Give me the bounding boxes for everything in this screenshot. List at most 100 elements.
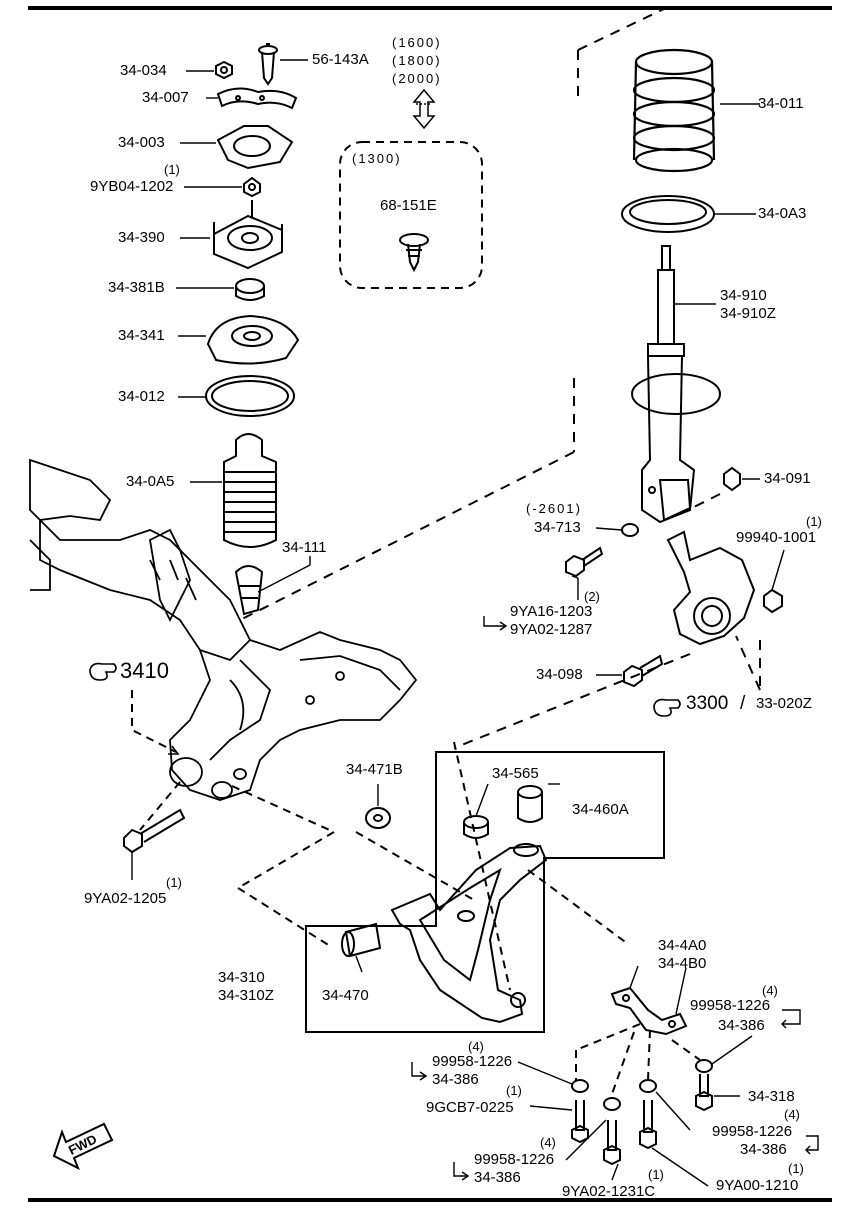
nut-34-034 xyxy=(215,60,233,80)
bushing-34-460A xyxy=(517,785,543,823)
label-34-318: 34-318 xyxy=(748,1088,795,1105)
spring-34-011 xyxy=(632,48,716,173)
boot-34-0A5 xyxy=(223,433,277,548)
label-9YA02-1287: 9YA02-1287 xyxy=(510,621,593,638)
qty-99958-c: (4) xyxy=(784,1107,800,1122)
label-34-098: 34-098 xyxy=(536,666,583,683)
label-1600: (1600) xyxy=(392,35,442,50)
label-34-381B: 34-381B xyxy=(108,279,165,296)
ring-34-012 xyxy=(205,375,295,417)
bolt-34-098 xyxy=(623,654,664,688)
pin-56-143A xyxy=(258,43,278,86)
label-9YA02-1231C: 9YA02-1231C xyxy=(562,1183,656,1200)
label-34-390: 34-390 xyxy=(118,229,165,246)
bolts xyxy=(571,1074,713,1166)
qty-9YA02-1231C: (1) xyxy=(648,1167,664,1182)
bushing-34-381B xyxy=(235,278,265,301)
label-34-310Z: 34-310Z xyxy=(218,987,274,1004)
ref-3410[interactable]: 3410 xyxy=(120,658,169,683)
label-56-143A: 56-143A xyxy=(312,51,369,68)
label-9YB04-1202: 9YB04-1202 xyxy=(90,178,174,195)
arm-34-310 xyxy=(390,843,548,1024)
qty-99940: (1) xyxy=(806,514,822,529)
label-99958-1226-b: 99958-1226 xyxy=(432,1053,513,1070)
label-99958-1226-c: 99958-1226 xyxy=(712,1123,793,1140)
label-9GCB7-0225: 9GCB7-0225 xyxy=(426,1099,514,1116)
label-34-0A5: 34-0A5 xyxy=(126,473,175,490)
label-34-4B0: 34-4B0 xyxy=(658,955,707,972)
label-34-386-a: 34-386 xyxy=(718,1017,765,1034)
qty-9GCB7: (1) xyxy=(506,1083,522,1098)
bushing-34-565 xyxy=(463,815,489,839)
label-2601: (-2601) xyxy=(526,501,582,516)
subframe xyxy=(29,458,418,801)
bumper-34-111 xyxy=(234,565,264,616)
label-34-713: 34-713 xyxy=(534,519,581,536)
pointing-hand-icon xyxy=(653,698,681,717)
ref-3300[interactable]: 3300 xyxy=(686,693,729,714)
label-34-310: 34-310 xyxy=(218,969,265,986)
fwd-arrow-icon xyxy=(52,1122,114,1171)
strut-34-910 xyxy=(631,245,721,524)
label-34-011: 34-011 xyxy=(758,95,804,112)
washers xyxy=(571,1059,713,1111)
label-34-565: 34-565 xyxy=(492,765,539,782)
label-9YA16-1203: 9YA16-1203 xyxy=(510,603,593,620)
qty-9YB04: (1) xyxy=(164,162,180,177)
variant-arrow xyxy=(412,88,436,130)
washer-34-713 xyxy=(621,523,639,537)
label-34-4A0: 34-4A0 xyxy=(658,937,707,954)
label-34-470: 34-470 xyxy=(322,987,369,1004)
nut-34-091 xyxy=(723,466,741,492)
label-9YA02-1205: 9YA02-1205 xyxy=(84,890,167,907)
label-2000: (2000) xyxy=(392,71,442,86)
bolt-9YA16 xyxy=(565,546,604,578)
knuckle xyxy=(666,530,756,646)
plate-34-003 xyxy=(216,125,294,170)
label-1800: (1800) xyxy=(392,53,442,68)
qty-9YA02-1205: (1) xyxy=(166,875,182,890)
label-68-151E: 68-151E xyxy=(380,197,437,214)
bracket-34-4A0 xyxy=(610,986,688,1036)
label-99958-1226-a: 99958-1226 xyxy=(690,997,771,1014)
qty-99958-a: (4) xyxy=(762,983,778,998)
label-33-020Z[interactable]: 33-020Z xyxy=(756,695,812,712)
qty-9YA00-1210: (1) xyxy=(788,1161,804,1176)
bushing-34-470 xyxy=(341,922,382,958)
lower-arm-box xyxy=(305,751,665,1033)
qty-9YA16: (2) xyxy=(584,589,600,604)
label-34-460A: 34-460A xyxy=(572,801,629,818)
label-34-386-d: 34-386 xyxy=(474,1169,521,1186)
nut-9YB04 xyxy=(243,176,261,198)
seat-34-0A3 xyxy=(621,195,715,233)
label-99940-1001: 99940-1001 xyxy=(736,529,817,546)
label-34-386-c: 34-386 xyxy=(740,1141,787,1158)
label-34-091: 34-091 xyxy=(764,470,811,487)
mount-34-390 xyxy=(213,200,283,270)
nut-99940 xyxy=(763,588,783,614)
label-34-003: 34-003 xyxy=(118,134,165,151)
label-1300: (1300) xyxy=(352,151,402,166)
clip-68-151E xyxy=(399,233,429,273)
label-34-910: 34-910 xyxy=(720,287,767,304)
label-9YA00-1210: 9YA00-1210 xyxy=(716,1177,799,1194)
label-34-341: 34-341 xyxy=(118,327,165,344)
washer-34-471B xyxy=(365,807,391,829)
label-34-007: 34-007 xyxy=(142,89,189,106)
bracket-34-007 xyxy=(216,87,298,110)
label-34-386-b: 34-386 xyxy=(432,1071,479,1088)
ref-separator: / xyxy=(740,693,746,714)
variant-box-1300 xyxy=(339,141,483,289)
bolt-9YA02-1205 xyxy=(123,808,186,854)
label-34-012: 34-012 xyxy=(118,388,165,405)
pointing-hand-icon xyxy=(89,662,117,681)
label-34-910Z: 34-910Z xyxy=(720,305,776,322)
qty-99958-b: (4) xyxy=(468,1039,484,1054)
label-34-034: 34-034 xyxy=(120,62,167,79)
qty-99958-d: (4) xyxy=(540,1135,556,1150)
label-99958-1226-d: 99958-1226 xyxy=(474,1151,555,1168)
leader-lines xyxy=(176,59,311,593)
label-34-111: 34-111 xyxy=(282,539,327,556)
seat-34-341 xyxy=(206,314,300,365)
